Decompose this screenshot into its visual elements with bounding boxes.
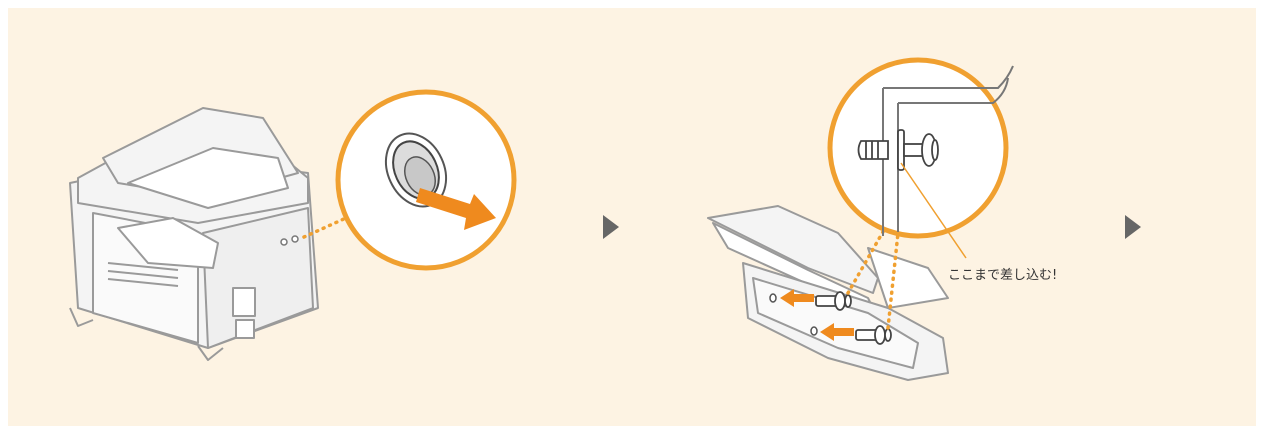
diagram-canvas: ここまで差し込む! — [8, 8, 1256, 426]
next-step-arrow-icon — [1125, 215, 1141, 239]
printer-rear-illustration — [70, 108, 318, 360]
next-step-arrow-icon — [603, 215, 619, 239]
zoom-circle-cap — [338, 92, 514, 268]
zoom-circle-pin-depth — [830, 60, 1013, 236]
callout-label: ここまで差し込む! — [948, 264, 1057, 283]
diagram-svg — [8, 8, 1256, 426]
